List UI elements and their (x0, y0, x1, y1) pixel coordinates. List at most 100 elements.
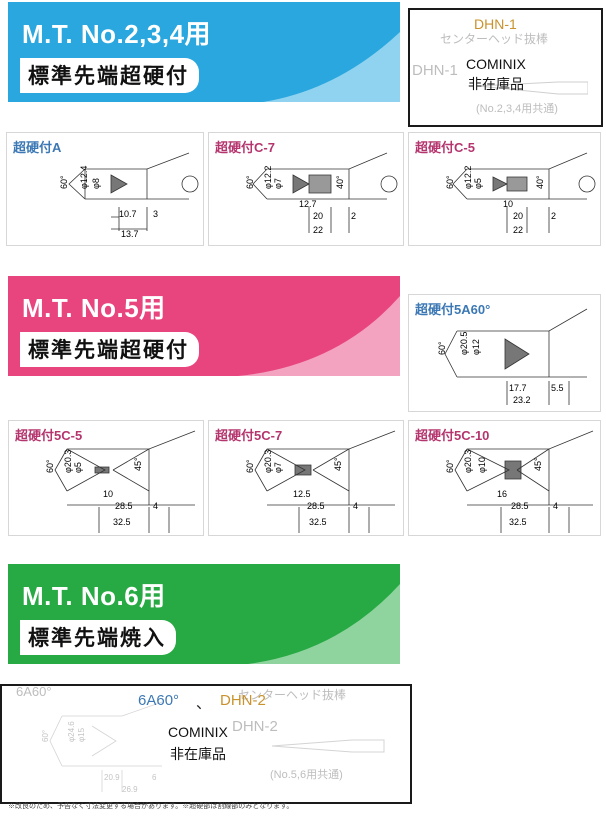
dhn2-faded-dim2: 6 (152, 773, 157, 782)
dhn2-faded-code: DHN-2 (232, 718, 278, 735)
dhn1-maker: COMINIX (466, 56, 526, 72)
panel-5c10-dim4: 32.5 (509, 517, 527, 527)
panel-a-drawing: 60° φ12.4 φ8 10.7 3 13.7 (59, 152, 199, 239)
dhn2-code-b: DHN-2 (220, 692, 266, 709)
panel-5c5-side: 45° (133, 457, 143, 471)
panel-5c7: 超硬付5C-7 60° φ20.3 φ7 45° 12.5 28.5 4 32.… (208, 420, 404, 536)
panel-c7-dim4: 22 (313, 225, 323, 235)
panel-5c7-drawing: 60° φ20.3 φ7 45° 12.5 28.5 4 32.5 (245, 430, 396, 533)
panel-5a60-dim1: 17.7 (509, 383, 527, 393)
panel-5c5: 超硬付5C-5 60° φ20.3 φ5 45° 10 28.5 4 32.5 (8, 420, 204, 536)
panel-5c7-dim4: 32.5 (309, 517, 327, 527)
panel-5c10-dim3: 4 (553, 501, 558, 511)
panel-a-dim3: 13.7 (121, 229, 139, 239)
dhn2-faded-drawing: 60° φ24.6 φ15 20.9 6 26.9 (41, 701, 163, 794)
panel-5c7-angle: 60° (245, 459, 255, 473)
panel-5c10-d1: φ20.3 (463, 450, 473, 473)
panel-5c7-dim3: 4 (353, 501, 358, 511)
panel-c7: 超硬付C-7 60° φ12.2 φ7 40° 12.7 20 2 22 (208, 132, 404, 246)
panel-a-d2: φ8 (91, 178, 101, 189)
dhn1-status: 非在庫品 (468, 76, 524, 92)
panel-c5-dim1: 10 (503, 199, 513, 209)
panel-5c7-dim1: 12.5 (293, 489, 311, 499)
panel-5c10-d2: φ10 (477, 457, 487, 473)
panel-5c10-drawing: 60° φ20.3 φ10 45° 16 28.5 4 32.5 (445, 430, 594, 533)
dhn2-faded-dim3: 26.9 (122, 785, 138, 794)
panel-c5-label: 超硬付C-5 (415, 140, 475, 155)
section1-subtitle: 標準先端超硬付 (20, 58, 199, 93)
panel-a-dim1: 10.7 (119, 209, 137, 219)
panel-c5-d2: φ5 (473, 178, 483, 189)
dhn2-faded-label: 6A60° (16, 684, 52, 699)
panel-c7-dim2: 20 (313, 211, 323, 221)
panel-c5-dim4: 22 (513, 225, 523, 235)
panel-a-angle: 60° (59, 175, 69, 189)
dhn2-faded-d2: φ15 (77, 727, 86, 742)
panel-5c10-angle: 60° (445, 459, 455, 473)
panel-5c5-d2: φ5 (73, 462, 83, 473)
panel-c7-d2: φ7 (273, 178, 283, 189)
panel-5c7-label: 超硬付5C-7 (215, 428, 283, 443)
panel-a-label: 超硬付A (13, 140, 62, 155)
panel-c7-label: 超硬付C-7 (215, 140, 275, 155)
dhn1-faded-code: DHN-1 (412, 62, 458, 79)
panel-5c10-label: 超硬付5C-10 (415, 428, 490, 443)
dhn2-maker: COMINIX (168, 724, 228, 740)
section3-title: M.T. No.6用 (22, 581, 166, 611)
panel-a: 超硬付A 60° φ12.4 φ8 10.7 3 13.7 (6, 132, 204, 246)
panel-5c7-d2: φ7 (273, 462, 283, 473)
panel-c7-dim1: 12.7 (299, 199, 317, 209)
section2-banner: M.T. No.5用 標準先端超硬付 (8, 276, 400, 376)
panel-5c5-d1: φ20.3 (63, 450, 73, 473)
panel-5c10-dim2: 28.5 (511, 501, 529, 511)
section1-banner: M.T. No.2,3,4用 標準先端超硬付 (8, 2, 400, 102)
panel-5c5-dim2: 28.5 (115, 501, 133, 511)
panel-5c7-d1: φ20.3 (263, 450, 273, 473)
panel-c5-drawing: 60° φ12.2 φ5 40° 10 20 2 22 (445, 152, 596, 235)
dhn2-sep: 、 (196, 695, 212, 712)
panel-c7-d1: φ12.2 (263, 166, 273, 189)
dhn2-code-a: 6A60° (138, 692, 180, 709)
dhn1-faded-drawing (478, 81, 588, 95)
panel-5c5-label: 超硬付5C-5 (15, 428, 83, 443)
dhn2-faded-note: (No.5,6用共通) (270, 769, 343, 781)
panel-5a60-dim3: 23.2 (513, 395, 531, 405)
dhn2-faded-angle: 60° (41, 730, 50, 742)
panel-5c10: 超硬付5C-10 60° φ20.3 φ10 45° 16 28.5 4 32.… (408, 420, 601, 536)
panel-5c5-angle: 60° (45, 459, 55, 473)
dhn2-faded-title: センターヘッド抜棒 (238, 688, 347, 702)
panel-5c7-side: 45° (333, 457, 343, 471)
panel-5c10-side: 45° (533, 457, 543, 471)
section3-banner: M.T. No.6用 標準先端焼入 (8, 564, 400, 664)
panel-5a60-label: 超硬付5A60° (415, 302, 491, 317)
panel-5c5-drawing: 60° φ20.3 φ5 45° 10 28.5 4 32.5 (45, 430, 196, 533)
dhn2-faded-bar (272, 739, 385, 753)
panel-5a60-dim2: 5.5 (551, 383, 564, 393)
section2-title: M.T. No.5用 (22, 293, 166, 323)
panel-c7-side: 40° (335, 175, 345, 189)
footnote: ※改良のため、予告なく寸法変更する場合があります。※超硬部は割線部のみとなります… (8, 803, 294, 810)
panel-a-dim2: 3 (153, 209, 158, 219)
panel-c5-dim3: 2 (551, 211, 556, 221)
dhn2-status: 非在庫品 (170, 746, 226, 762)
panel-5c5-dim1: 10 (103, 489, 113, 499)
panel-c5-d1: φ12.2 (463, 166, 473, 189)
panel-5c7-dim2: 28.5 (307, 501, 325, 511)
dhn1-faded-note: (No.2,3,4用共通) (476, 103, 558, 115)
panel-c5-side: 40° (535, 175, 545, 189)
panel-c5-angle: 60° (445, 175, 455, 189)
panel-5a60-angle: 60° (437, 341, 447, 355)
dhn1-box: センターヘッド抜棒 DHN-1 (No.2,3,4用共通) DHN-1 COMI… (408, 8, 603, 127)
panel-a-d1: φ12.4 (79, 166, 89, 189)
panel-c5: 超硬付C-5 60° φ12.2 φ5 40° 10 20 2 22 (408, 132, 601, 246)
dhn1-faded-title: センターヘッド抜棒 (440, 32, 549, 46)
panel-c5-dim2: 20 (513, 211, 523, 221)
dhn2-box: 6A60° 60° φ24.6 φ15 20.9 6 26.9 センターヘッド抜… (0, 684, 412, 804)
panel-c7-angle: 60° (245, 175, 255, 189)
dhn1-code: DHN-1 (474, 16, 517, 32)
panel-c7-dim3: 2 (351, 211, 356, 221)
panel-c7-drawing: 60° φ12.2 φ7 40° 12.7 20 2 22 (245, 152, 398, 235)
panel-5a60-d2: φ12 (471, 339, 481, 355)
panel-5c5-dim3: 4 (153, 501, 158, 511)
dhn2-faded-dim1: 20.9 (104, 773, 120, 782)
